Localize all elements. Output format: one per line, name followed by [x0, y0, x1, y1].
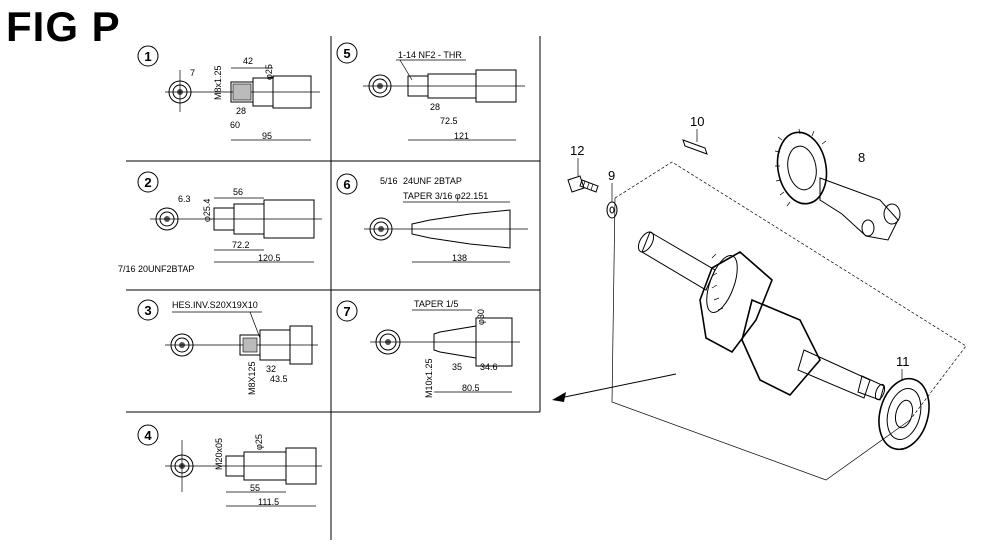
- panel-4-dim-d: 111.5: [258, 497, 279, 507]
- panel-1-dim-f: 60: [230, 120, 240, 130]
- panel-6-dim-a: 5/16: [380, 176, 398, 186]
- panel-1-number: 1: [144, 49, 151, 64]
- panel-4-dim-a: M20x05: [214, 438, 224, 470]
- panel-7-dim-b: φ30: [476, 309, 486, 325]
- washer-part-9: [606, 201, 618, 219]
- panel-2-number: 2: [144, 175, 151, 190]
- panel-2-dim-f: 7/16 20UNF2BTAP: [118, 264, 194, 274]
- figure-title: FIG P: [6, 3, 121, 50]
- panel-3-dim-b: M8X125: [247, 361, 257, 395]
- crankshaft: [637, 231, 886, 401]
- panel-7-dim-d: 34.6: [480, 362, 498, 372]
- panel-3: 3 HES.INV.S20X19X10 M8X125 32 43.5: [137, 299, 318, 395]
- panel-3-dim-d: 43.5: [270, 374, 288, 384]
- panel-3-dim-c: 32: [266, 364, 276, 374]
- panel-6-dim-d: 138: [452, 253, 467, 263]
- panel-5-dim-b: 28: [430, 102, 440, 112]
- key-part-10: [682, 139, 708, 155]
- panel-1-dim-g: 95: [262, 131, 272, 141]
- panel-4-dim-c: 55: [250, 483, 260, 493]
- panel-5-dim-d: 121: [454, 131, 469, 141]
- panel-6-dim-b: 24UNF 2BTAP: [403, 176, 462, 186]
- panel-3-dim-a: HES.INV.S20X19X10: [172, 300, 258, 310]
- panel-2-dim-b: φ25.4: [202, 199, 212, 222]
- panel-1-dim-a: 7: [190, 68, 195, 78]
- panel-6-number: 6: [343, 177, 350, 192]
- panel-4-number: 4: [144, 428, 152, 443]
- panel-2-dim-e: 120.5: [258, 253, 281, 263]
- panel-3-number: 3: [144, 303, 151, 318]
- panel-5-number: 5: [343, 46, 350, 61]
- exploded-view: 8 9 10 11 12: [567, 114, 967, 481]
- panel-1-dim-b: M8x1.25: [213, 65, 223, 100]
- panel-1: 1 7 M8x1.25 42 φ25 28 60 95: [137, 45, 320, 141]
- panel-5: 5 1-14 NF2 - THR 28 72.5 121: [336, 42, 525, 141]
- callout-12: 12: [570, 143, 584, 158]
- panel-grid: [126, 36, 541, 540]
- panel-4: 4 M20x05 φ25 55 111.5: [137, 424, 322, 507]
- callout-10: 10: [690, 114, 704, 129]
- panel-6-dim-c: TAPER 3/16 φ22.151: [403, 191, 488, 201]
- panel-7-dim-f: M10x1.25: [424, 358, 434, 398]
- panel-7-dim-c: 35: [452, 362, 462, 372]
- bolt-part-12: [567, 175, 599, 193]
- panel-5-dim-a: 1-14 NF2 - THR: [398, 50, 462, 60]
- panel-7-number: 7: [343, 304, 350, 319]
- panel-1-dim-c: 42: [243, 56, 253, 66]
- panel-2-dim-c: 56: [233, 187, 243, 197]
- panel-2-dim-d: 72.2: [232, 240, 250, 250]
- panel-5-dim-c: 72.5: [440, 116, 458, 126]
- callout-9: 9: [608, 168, 615, 183]
- panel-1-dim-d: φ25: [264, 64, 274, 80]
- panel-2: 2 6.3 φ25.4 56 72.2 120.5 7/16 20UNF2BTA…: [118, 171, 322, 274]
- panel-2-dim-a: 6.3: [178, 194, 191, 204]
- camshaft-part-8: [774, 128, 901, 241]
- bearing-part-11: [878, 377, 930, 451]
- panel-4-dim-b: φ25: [254, 434, 264, 450]
- panel-7-dim-a: TAPER 1/5: [414, 299, 458, 309]
- panel-1-number-circle: [137, 45, 159, 67]
- panel-1-dim-e: 28: [236, 106, 246, 116]
- panel-7: 7 TAPER 1/5 φ30 35 34.6 80.5 M10x1.25: [336, 299, 520, 398]
- callout-8: 8: [858, 150, 865, 165]
- panel-6: 6 5/16 24UNF 2BTAP TAPER 3/16 φ22.151 13…: [336, 173, 528, 263]
- callout-11: 11: [896, 354, 910, 369]
- panel-7-dim-e: 80.5: [462, 383, 480, 393]
- pointer-arrow: [552, 373, 677, 402]
- crankshaft-gear: [706, 253, 738, 313]
